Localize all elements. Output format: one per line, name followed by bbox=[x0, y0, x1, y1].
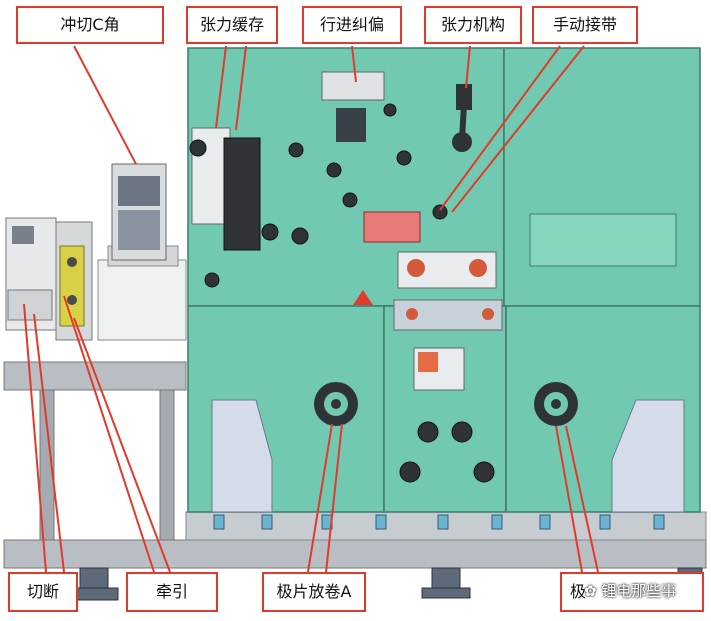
label-unwind-a: 极片放卷A bbox=[262, 572, 366, 612]
label-tension-buffer: 张力缓存 bbox=[186, 6, 278, 44]
red-marker bbox=[353, 290, 373, 305]
unwind-reel-a bbox=[314, 382, 358, 426]
unwind-reel-b bbox=[534, 382, 578, 426]
label-traction: 牵引 bbox=[126, 572, 218, 612]
tension-arm bbox=[452, 84, 472, 152]
watermark: ✿ 锂电那些事 bbox=[584, 580, 676, 601]
label-cutting: 切断 bbox=[8, 572, 78, 612]
label-web-guide: 行进纠偏 bbox=[302, 6, 402, 44]
right-guard bbox=[611, 399, 685, 513]
label-manual-splice: 手动接带 bbox=[532, 6, 638, 44]
upper-right-panel bbox=[529, 213, 677, 267]
leader-lines bbox=[23, 45, 599, 573]
left-guard bbox=[211, 399, 273, 513]
web-guide-unit bbox=[321, 71, 385, 142]
base-rail bbox=[3, 539, 707, 569]
rollers bbox=[189, 103, 495, 483]
casters bbox=[213, 514, 665, 530]
watermark-icon: ✿ bbox=[584, 582, 597, 600]
label-tension-mechanism: 张力机构 bbox=[424, 6, 522, 44]
nip-rollers bbox=[393, 251, 503, 331]
cutting-unit bbox=[5, 217, 57, 331]
splice-plate bbox=[363, 211, 421, 243]
left-table-leg bbox=[159, 389, 175, 541]
traction-unit bbox=[55, 221, 93, 341]
label-punch-c-corner: 冲切C角 bbox=[16, 6, 164, 44]
label-unwind-b: 极 bbox=[560, 572, 704, 612]
watermark-text: 锂电那些事 bbox=[601, 582, 677, 600]
label-unwind-b-text: 极 bbox=[570, 582, 587, 601]
punch-unit bbox=[97, 163, 187, 341]
